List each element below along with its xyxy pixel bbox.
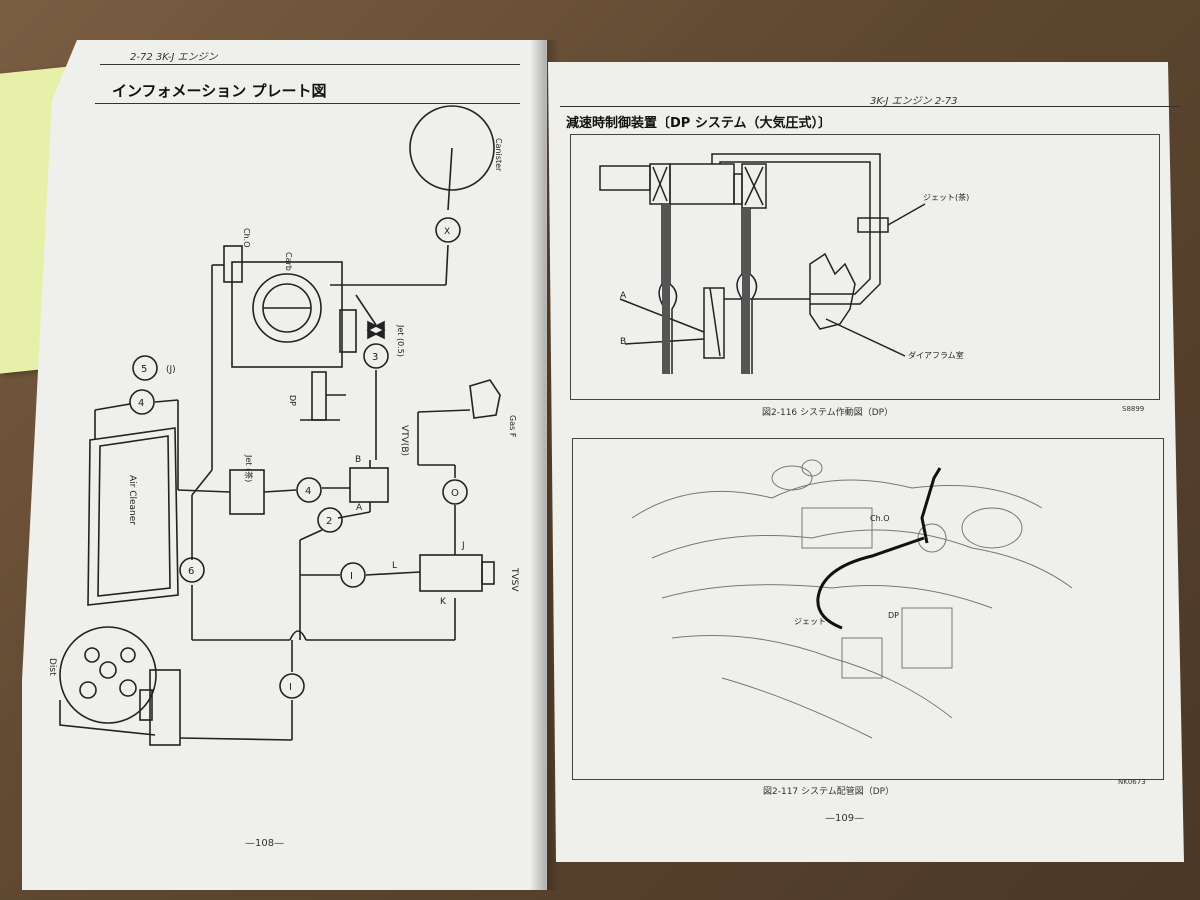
port-l-label: L	[392, 561, 397, 571]
node-4b-label: 4	[305, 486, 311, 497]
gas-f-label: Gas F	[508, 415, 517, 438]
node-2-label: 2	[326, 516, 332, 527]
left-page	[22, 40, 547, 890]
node-o-label: O	[451, 488, 459, 499]
port-b-label: B	[355, 455, 361, 465]
vtv-valve-icon	[349, 467, 389, 503]
figure-117-code: NK0673	[1118, 778, 1146, 786]
dp-piping-illustration: Ch.O ジェット DP	[631, 459, 1073, 739]
jet-brown-label: Jet (茶)	[244, 454, 254, 482]
figure-116-frame	[570, 134, 1160, 400]
node-j-label: (J)	[166, 365, 176, 375]
fig1-diaphragm-label: ダイアフラム室	[908, 350, 964, 360]
carb-label: Carb	[284, 252, 293, 271]
node-1b-label: I	[289, 682, 292, 693]
vtv-label: VTV(B)	[399, 425, 409, 456]
left-page-number: —108—	[245, 838, 285, 849]
right-page	[548, 62, 1184, 862]
dp-label: DP	[288, 395, 297, 406]
node-x-label: X	[444, 227, 450, 237]
gas-filter-icon	[469, 379, 501, 419]
jet05-label: Jet (0.5)	[396, 324, 405, 357]
left-page-title: インフォメーション プレート図	[112, 82, 327, 100]
left-header-rule	[100, 64, 520, 65]
node-4a-label: 4	[138, 398, 144, 409]
figure-117-caption: 図2-117 システム配管図（DP）	[763, 787, 895, 797]
fig1-b-label: B	[620, 337, 626, 347]
port-a-label: A	[356, 503, 363, 513]
tvsv-icon	[419, 554, 483, 592]
fig2-dp-label: DP	[888, 611, 899, 620]
figure-117-frame	[572, 438, 1164, 780]
right-page-number: —109—	[825, 813, 865, 824]
node-5-label: 5	[141, 364, 147, 375]
fig1-a-label: A	[620, 291, 627, 301]
dp-system-operation-diagram: ジェット(茶) A B ダイアフラム室	[599, 153, 969, 374]
port-j-label: J	[461, 541, 465, 551]
right-page-title: 減速時制御装置〔DP システム（大気圧式）〕	[566, 116, 831, 131]
port-k-label: K	[440, 597, 447, 607]
right-page-header: 3K-J エンジン 2-73	[870, 96, 958, 107]
distributor-icon	[59, 626, 157, 724]
left-page-header: 2-72 3K-J エンジン	[130, 52, 218, 63]
tvsv-label: TVSV	[509, 567, 519, 592]
figure-116-caption: 図2-116 システム作動図（DP）	[762, 408, 894, 418]
air-cleaner-label: Air Cleaner	[127, 475, 137, 525]
node-1a-label: I	[350, 571, 353, 582]
canister-label: Canister	[494, 138, 503, 172]
dist-label: Dist	[47, 658, 57, 676]
cho-label: Ch.O	[242, 228, 251, 248]
node-3-label: 3	[372, 352, 378, 363]
right-header-rule	[560, 106, 1180, 107]
carburetor-icon	[231, 261, 343, 368]
node-6-label: 6	[188, 566, 194, 577]
left-title-rule	[95, 103, 520, 104]
figure-116-code: S8899	[1122, 405, 1145, 413]
fig2-cho-label: Ch.O	[870, 514, 890, 523]
fig2-jet-label: ジェット	[794, 617, 826, 626]
air-cleaner-icon	[87, 427, 179, 606]
dp-actuator-icon	[311, 371, 327, 421]
fig1-jet-label: ジェット(茶)	[923, 192, 969, 202]
canister-icon	[409, 105, 495, 191]
